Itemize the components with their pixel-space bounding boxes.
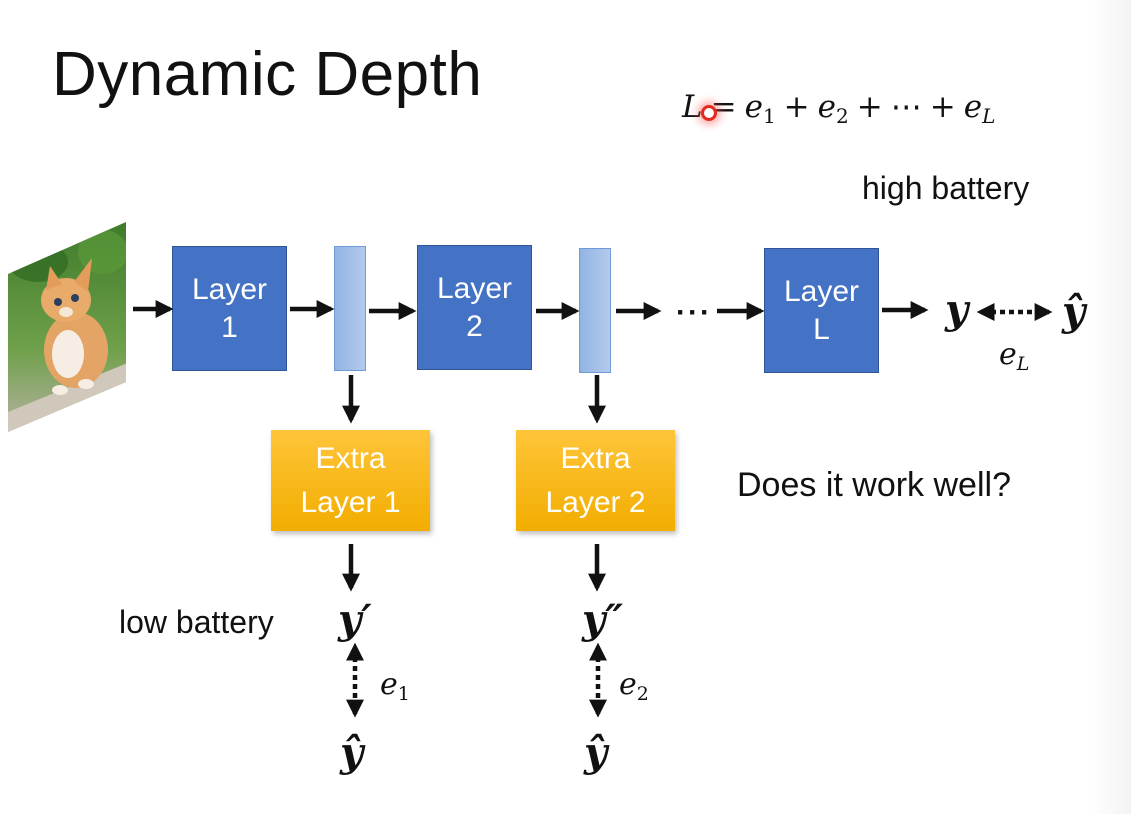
final-error-eL: eL bbox=[999, 337, 1030, 375]
formula-lhs: L bbox=[682, 89, 703, 125]
layer-1-box: Layer 1 bbox=[172, 246, 287, 371]
layer-2-box: Layer 2 bbox=[417, 245, 532, 370]
exit-1-output: y′ bbox=[338, 596, 372, 643]
extra-layer-2-box: Extra Layer 2 bbox=[516, 430, 675, 531]
formula-plus: + bbox=[856, 89, 883, 125]
slide-title: Dynamic Depth bbox=[52, 40, 483, 109]
extra-layer-1-label: Extra bbox=[315, 442, 386, 475]
formula-plus: + bbox=[783, 89, 810, 125]
formula-term: eL bbox=[963, 89, 996, 128]
extra-layer-1-box: Extra Layer 1 bbox=[271, 430, 430, 531]
exit-1-error: e1 bbox=[380, 667, 410, 705]
high-battery-label: high battery bbox=[862, 170, 1030, 206]
exit-2-error: e2 bbox=[619, 667, 649, 705]
ellipsis: ··· bbox=[676, 296, 712, 329]
exit-1-target: ŷ bbox=[340, 729, 364, 776]
layer-L-box: Layer L bbox=[764, 248, 879, 373]
question-text: Does it work well? bbox=[737, 466, 1011, 504]
low-battery-label: low battery bbox=[119, 604, 274, 640]
extra-layer-2-label: Extra bbox=[560, 442, 631, 475]
hidden-feature-2 bbox=[579, 248, 611, 373]
formula-term: e2 bbox=[817, 89, 849, 128]
laser-pointer-icon bbox=[701, 105, 717, 121]
kitten-image bbox=[8, 222, 126, 432]
formula-term: e1 bbox=[744, 89, 776, 128]
exit-2-output: y″ bbox=[582, 596, 624, 643]
layer-L-index: L bbox=[813, 312, 830, 346]
layer-2-index: 2 bbox=[466, 309, 483, 343]
layer-2-label: Layer bbox=[436, 272, 513, 305]
formula-plus: + bbox=[929, 89, 956, 125]
layer-L-label: Layer bbox=[783, 275, 860, 308]
final-target-yhat: ŷ bbox=[1062, 288, 1086, 335]
layer-1-label: Layer bbox=[191, 273, 268, 306]
extra-layer-1-name: Layer 1 bbox=[300, 485, 401, 519]
layer-1-index: 1 bbox=[221, 310, 238, 344]
final-output-y: y bbox=[945, 286, 969, 333]
exit-2-target: ŷ bbox=[584, 729, 608, 776]
extra-layer-2-name: Layer 2 bbox=[545, 485, 646, 519]
formula-ellipsis: ⋯ bbox=[890, 89, 922, 125]
